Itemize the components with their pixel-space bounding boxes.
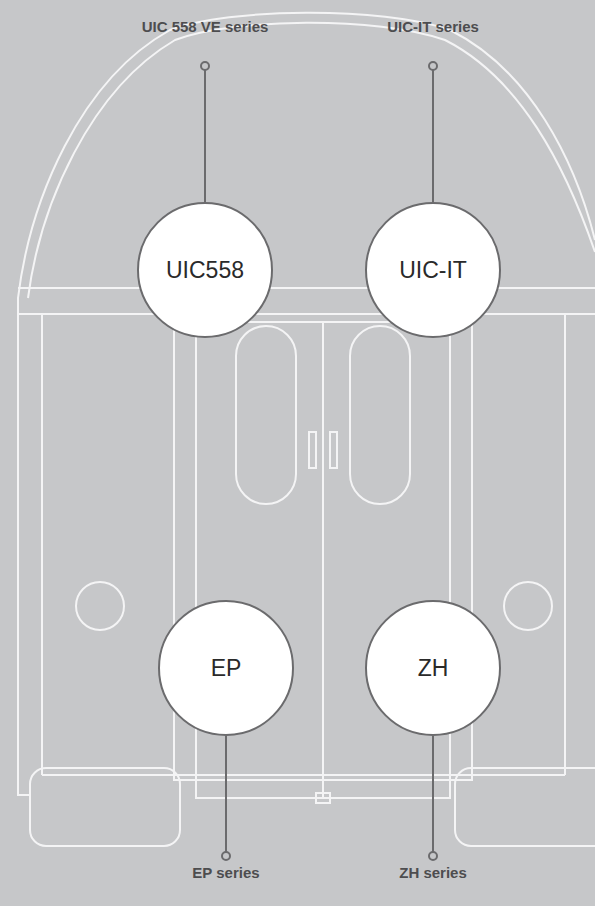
- series-code: UIC558: [166, 257, 244, 284]
- leader-line: [204, 70, 206, 202]
- series-label: UIC 558 VE series: [142, 18, 269, 35]
- leader-line: [432, 736, 434, 852]
- leader-line: [225, 736, 227, 852]
- series-label: UIC-IT series: [387, 18, 479, 35]
- series-circle: ZH seriesZH: [365, 600, 501, 736]
- series-circle: EP seriesEP: [158, 600, 294, 736]
- series-code: UIC-IT: [399, 257, 467, 284]
- series-code: EP: [211, 655, 242, 682]
- series-label: ZH series: [399, 864, 467, 881]
- series-circle: UIC 558 VE seriesUIC558: [137, 202, 273, 338]
- leader-line: [432, 70, 434, 202]
- series-label: EP series: [192, 864, 259, 881]
- series-circle: UIC-IT seriesUIC-IT: [365, 202, 501, 338]
- series-code: ZH: [418, 655, 449, 682]
